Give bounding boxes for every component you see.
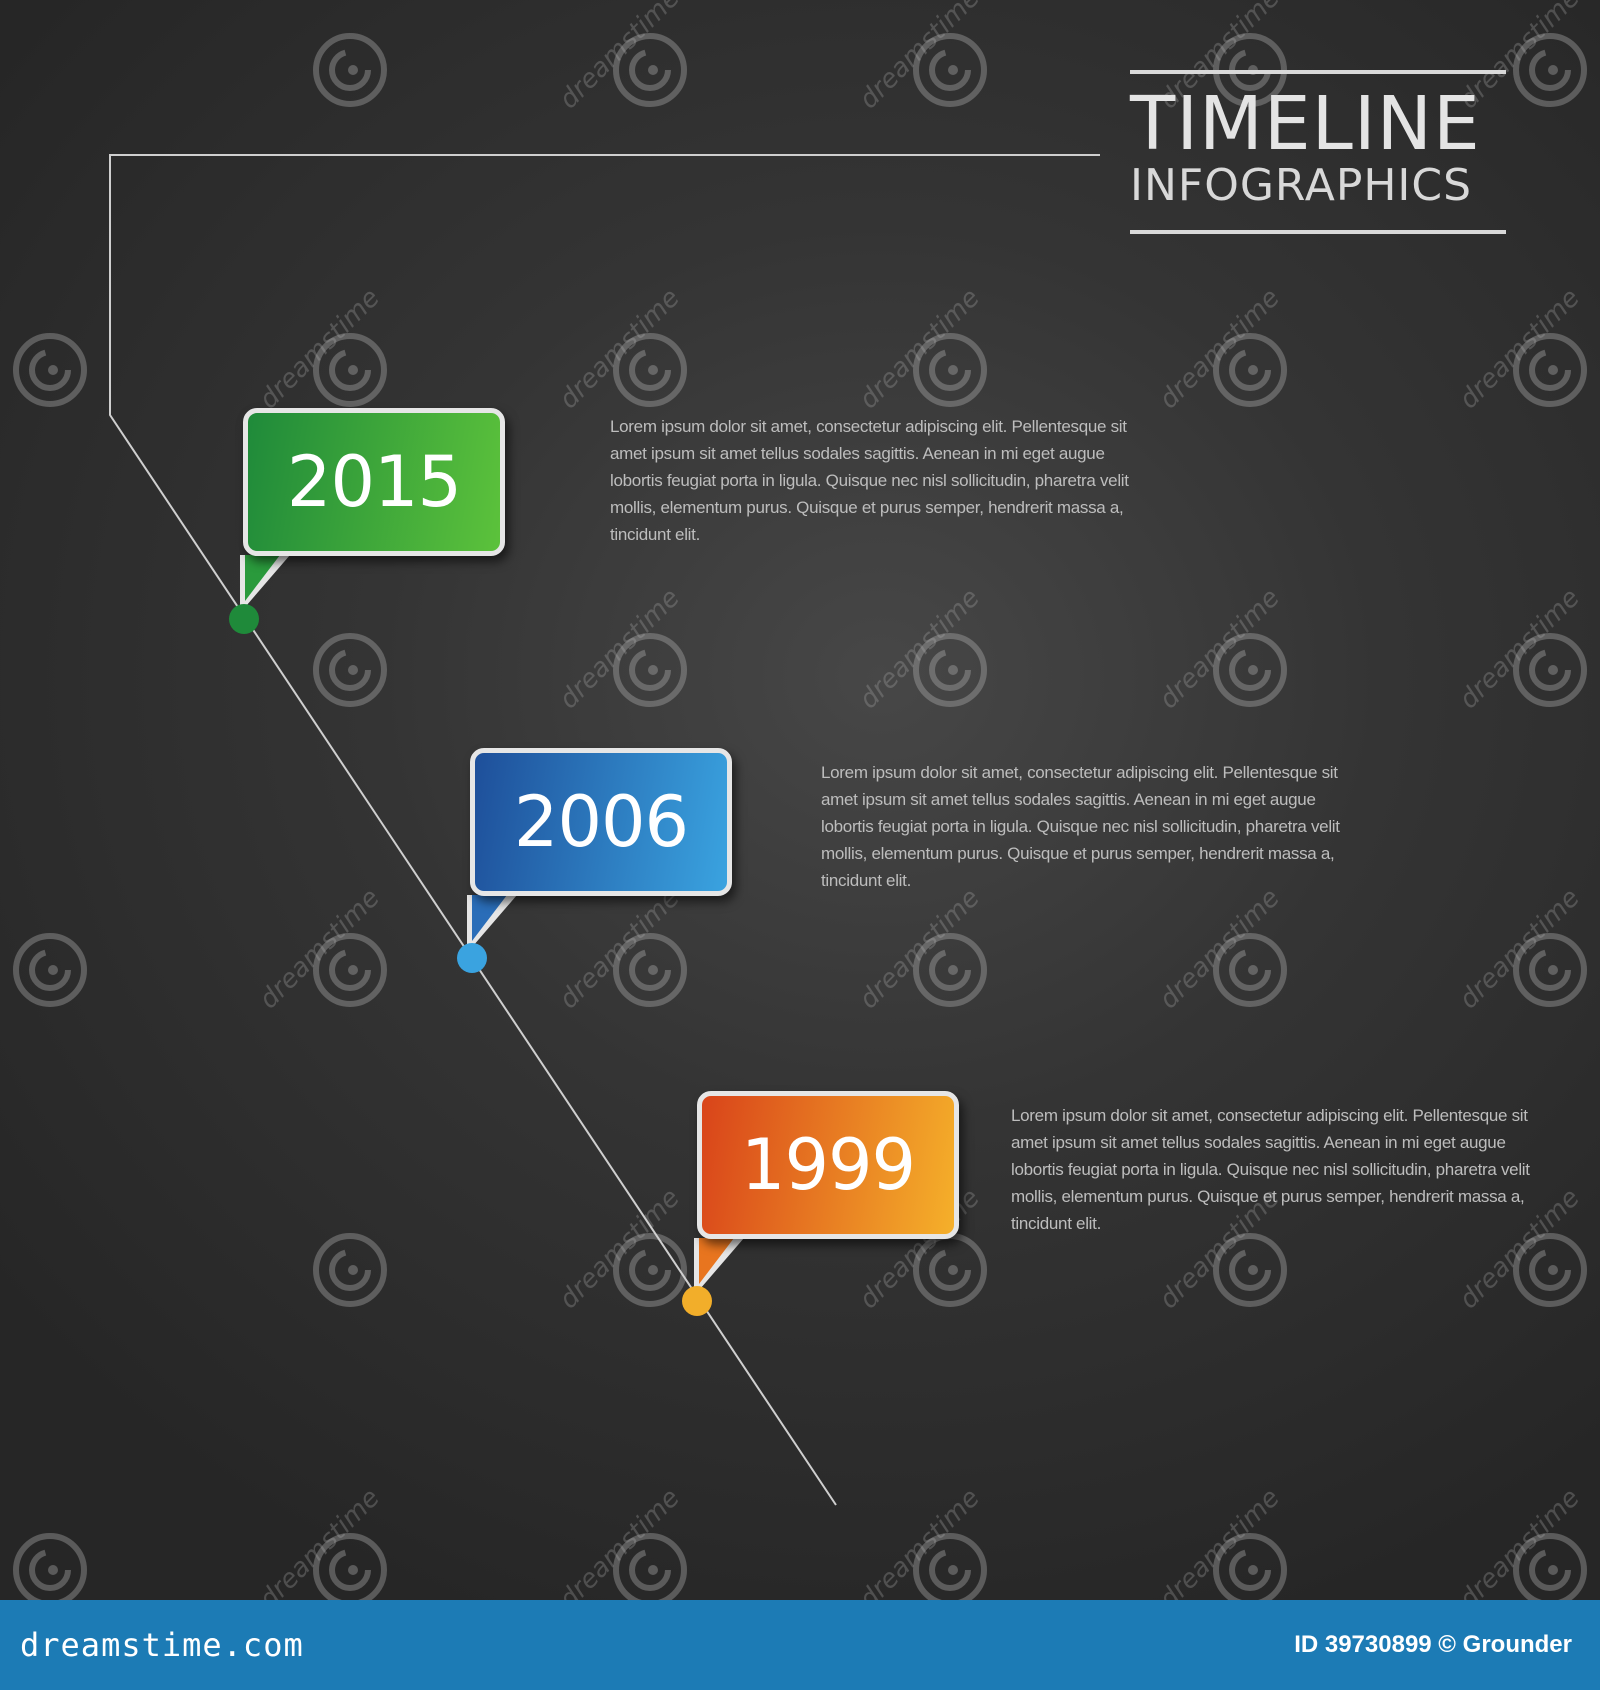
bubble-tail bbox=[467, 895, 517, 953]
timeline-dot bbox=[682, 1286, 712, 1316]
watermark-spiral-icon bbox=[1213, 333, 1287, 407]
watermark-spiral-icon bbox=[313, 1233, 387, 1307]
watermark-spiral-icon bbox=[1513, 1533, 1587, 1600]
year-label: 2006 bbox=[513, 781, 689, 863]
watermark-spiral-icon bbox=[1513, 633, 1587, 707]
year-bubble: 1999 bbox=[697, 1091, 959, 1239]
watermark-spiral-icon bbox=[313, 933, 387, 1007]
watermark-spiral-icon bbox=[913, 633, 987, 707]
watermark-spiral-icon bbox=[613, 1533, 687, 1600]
year-bubble: 2006 bbox=[470, 748, 732, 896]
footer-bar: dreamstime.com ID 39730899 © Grounder bbox=[0, 1600, 1600, 1690]
watermark-spiral-icon bbox=[313, 333, 387, 407]
watermark-spiral-icon bbox=[613, 333, 687, 407]
watermark-spiral-icon bbox=[1513, 1233, 1587, 1307]
watermark-spiral-icon bbox=[1513, 33, 1587, 107]
watermark-spiral-icon bbox=[13, 333, 87, 407]
footer-brand: dreamstime.com bbox=[20, 1626, 304, 1664]
watermark-spiral-icon bbox=[1213, 1533, 1287, 1600]
year-label: 1999 bbox=[740, 1124, 916, 1206]
watermark-spiral-icon bbox=[913, 933, 987, 1007]
timeline-line bbox=[109, 154, 1100, 1506]
title-top-rule bbox=[1130, 70, 1506, 74]
watermark-spiral-icon bbox=[613, 933, 687, 1007]
bubble-tail bbox=[240, 555, 290, 613]
watermark-spiral-icon bbox=[1213, 633, 1287, 707]
title-bottom-rule bbox=[1130, 230, 1506, 234]
event-description: Lorem ipsum dolor sit amet, consectetur … bbox=[821, 763, 1340, 890]
title-main: TIMELINE bbox=[1130, 81, 1481, 167]
bubble-tail bbox=[694, 1238, 744, 1296]
title-sub: INFOGRAPHICS bbox=[1130, 160, 1473, 211]
watermark-spiral-icon bbox=[1513, 333, 1587, 407]
watermark-spiral-icon bbox=[613, 33, 687, 107]
watermark-spiral-icon bbox=[913, 1533, 987, 1600]
title-block: TIMELINE INFOGRAPHICS bbox=[1130, 70, 1506, 234]
watermark-spiral-icon bbox=[1213, 1233, 1287, 1307]
year-label: 2015 bbox=[286, 441, 462, 523]
watermark-spiral-icon bbox=[13, 1533, 87, 1600]
watermark-spiral-icon bbox=[613, 633, 687, 707]
footer-credit: ID 39730899 © Grounder bbox=[1294, 1631, 1572, 1658]
timeline-dot bbox=[229, 604, 259, 634]
watermark-spiral-icon bbox=[313, 633, 387, 707]
event-description: Lorem ipsum dolor sit amet, consectetur … bbox=[1011, 1106, 1530, 1233]
watermark-spiral-icon bbox=[1213, 933, 1287, 1007]
watermark-spiral-icon bbox=[913, 33, 987, 107]
watermark-spiral-icon bbox=[313, 1533, 387, 1600]
year-bubble: 2015 bbox=[243, 408, 505, 556]
watermark-spiral-icon bbox=[313, 33, 387, 107]
watermark-spiral-icon bbox=[913, 333, 987, 407]
watermark-spiral-icon bbox=[13, 933, 87, 1007]
timeline-dot bbox=[457, 943, 487, 973]
watermark-spiral-icon bbox=[613, 1233, 687, 1307]
watermark-spiral-icon bbox=[1513, 933, 1587, 1007]
event-description: Lorem ipsum dolor sit amet, consectetur … bbox=[610, 417, 1129, 544]
